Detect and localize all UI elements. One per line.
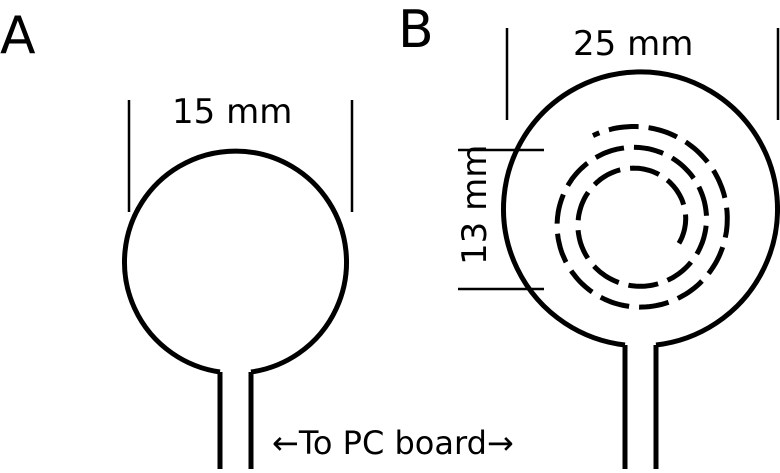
electrode-b-outline [501,69,780,348]
arrow-left-icon: ← [272,424,299,462]
electrode-b-spiral-slot [554,124,730,310]
electrode-a-outline [122,148,349,375]
arrow-right-icon: → [486,424,514,462]
electrode-a-dimension [127,100,354,212]
electrode-b [501,69,780,469]
spiral-width-label: 13 mm [455,144,495,265]
panel-label-b: B [398,0,434,60]
diameter-label-a: 15 mm [172,92,293,132]
connector-text: To PC board [298,424,487,462]
connector-note: ←To PC board→ [272,427,514,459]
panel-label-a: A [0,6,36,66]
electrode-b-dimensions [458,28,780,291]
diameter-label-b: 25 mm [573,24,694,64]
electrode-a [122,148,349,469]
